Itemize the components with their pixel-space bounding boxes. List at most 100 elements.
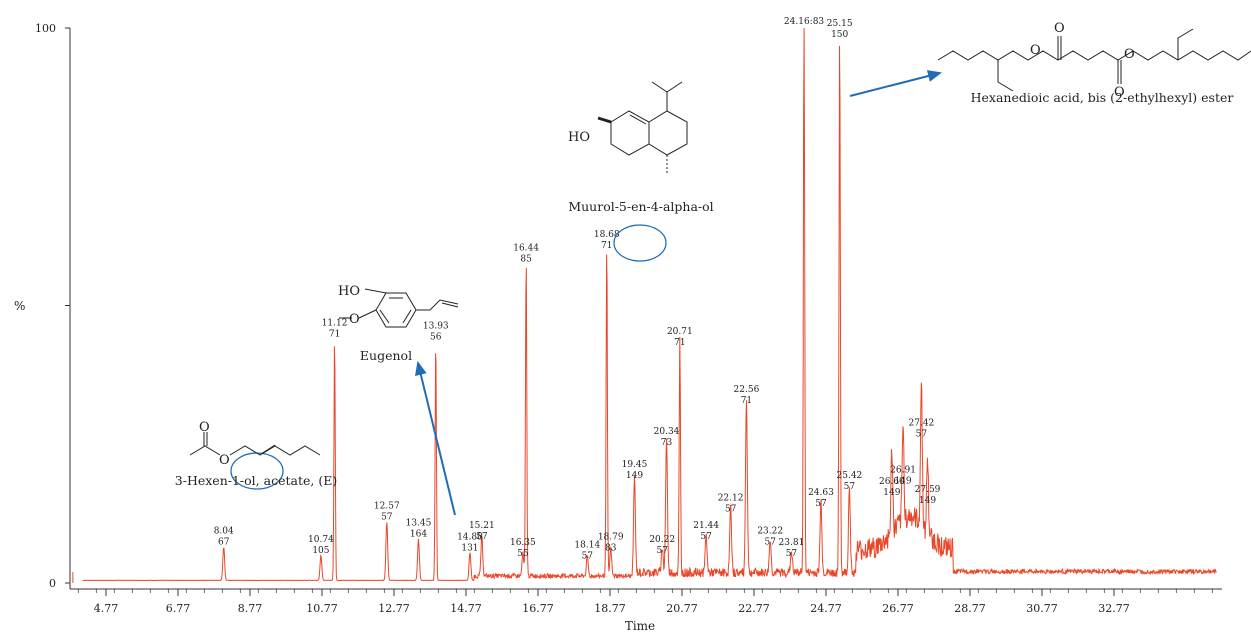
chromatogram-series: [72, 27, 1217, 583]
compound-name-eugenol: Eugenol: [360, 348, 412, 363]
peak-label: 20.34: [654, 427, 680, 437]
peak-mz-label: 149: [894, 477, 911, 487]
peak-label: 16.44: [513, 244, 539, 254]
peak-mz-label: 57: [786, 549, 798, 559]
x-tick-label: 6.77: [166, 602, 191, 615]
peak-label: 23.22: [757, 527, 783, 537]
peak-mz-label: 57: [476, 532, 488, 542]
x-tick-label: 30.77: [1026, 602, 1058, 615]
structure-ester-o4: O: [1114, 85, 1125, 100]
x-tick-label: 24.77: [810, 602, 842, 615]
structure-muurolol: [597, 81, 688, 173]
peak-label: 24.16:83: [784, 17, 825, 27]
peak-mz-label: 57: [582, 552, 594, 562]
peak-mz-label: 83: [605, 543, 617, 553]
compound-name-hexenyl-acetate: 3-Hexen-1-ol, acetate, (E): [175, 473, 337, 488]
peak-mz-label: 150: [831, 30, 848, 40]
structure-ester-o3: O: [1124, 47, 1135, 62]
peak-mz-label: 57: [815, 499, 827, 509]
peak-mz-label: 164: [410, 529, 427, 539]
peak-mz-label: 149: [626, 471, 643, 481]
peak-mz-label: 131: [461, 543, 478, 553]
peak-mz-label: 71: [741, 396, 752, 406]
peak-mz-label: 56: [430, 332, 442, 342]
peak-label: 18.14: [574, 541, 600, 551]
peak-mz-label: 71: [329, 330, 340, 340]
peak-label: 12.57: [374, 502, 400, 512]
eugenol-arrow: [415, 361, 456, 516]
peak-label: 10.74: [308, 535, 334, 545]
peak-label: 20.22: [649, 535, 675, 545]
peak-mz-label: 57: [656, 546, 668, 556]
peak-label: 27.59: [915, 485, 941, 495]
x-tick-label: 32.77: [1098, 602, 1130, 615]
peak-mz-label: 57: [700, 532, 712, 542]
peak-mz-label: 149: [883, 488, 900, 498]
peak-mz-label: 57: [916, 429, 928, 439]
structure-eugenol-o: O: [349, 312, 360, 327]
x-tick-label: 26.77: [882, 602, 914, 615]
structure-ester-o2: O: [1054, 21, 1065, 36]
peak-mz-label: 67: [218, 538, 230, 548]
peak-label: 25.15: [827, 19, 853, 29]
peak-label: 21.44: [693, 521, 719, 531]
peak-label: 20.71: [667, 327, 693, 337]
peak-label: 19.45: [622, 460, 648, 470]
x-tick-label: 20.77: [666, 602, 698, 615]
compound-name-muurolol: Muurol-5-en-4-alpha-ol: [568, 199, 713, 214]
peak-label-group: 24.16:83: [784, 17, 825, 27]
x-tick-label: 14.77: [450, 602, 482, 615]
peak-label: 15.21: [469, 521, 495, 531]
peak-mz-label: 57: [381, 513, 393, 523]
structure-hexenyl-acetate-o2: O: [219, 453, 230, 468]
peak-label: 27.42: [909, 418, 935, 428]
x-tick-label: 28.77: [954, 602, 986, 615]
peak-label: 14.88: [457, 532, 483, 542]
peak-label: 13.93: [423, 321, 449, 331]
structure-muurolol-ho: HO: [568, 130, 590, 145]
peak-label: 18.68: [594, 230, 620, 240]
peak-label: 23.81: [779, 538, 805, 548]
peak-mz-label: 149: [919, 496, 936, 506]
peak-label: 8.04: [214, 527, 234, 537]
peak-label: 13.45: [406, 518, 432, 528]
circle-marker-18-68: [613, 224, 667, 262]
peak-label: 16.35: [510, 538, 536, 548]
x-tick-label: 22.77: [738, 602, 770, 615]
y-tick-label: 100: [35, 22, 56, 35]
ester-arrow: [849, 70, 942, 97]
peak-label: 22.56: [734, 385, 760, 395]
peak-label: 18.79: [598, 532, 624, 542]
structure-eugenol: [339, 288, 459, 328]
peak-mz-label: 57: [844, 482, 856, 492]
x-tick-label: 18.77: [594, 602, 626, 615]
y-axis-title: %: [14, 299, 25, 313]
x-tick-label: 16.77: [522, 602, 554, 615]
peak-label: 11.12: [322, 319, 348, 329]
structure-ester-o1: O: [1030, 43, 1041, 58]
x-tick-label: 12.77: [378, 602, 410, 615]
